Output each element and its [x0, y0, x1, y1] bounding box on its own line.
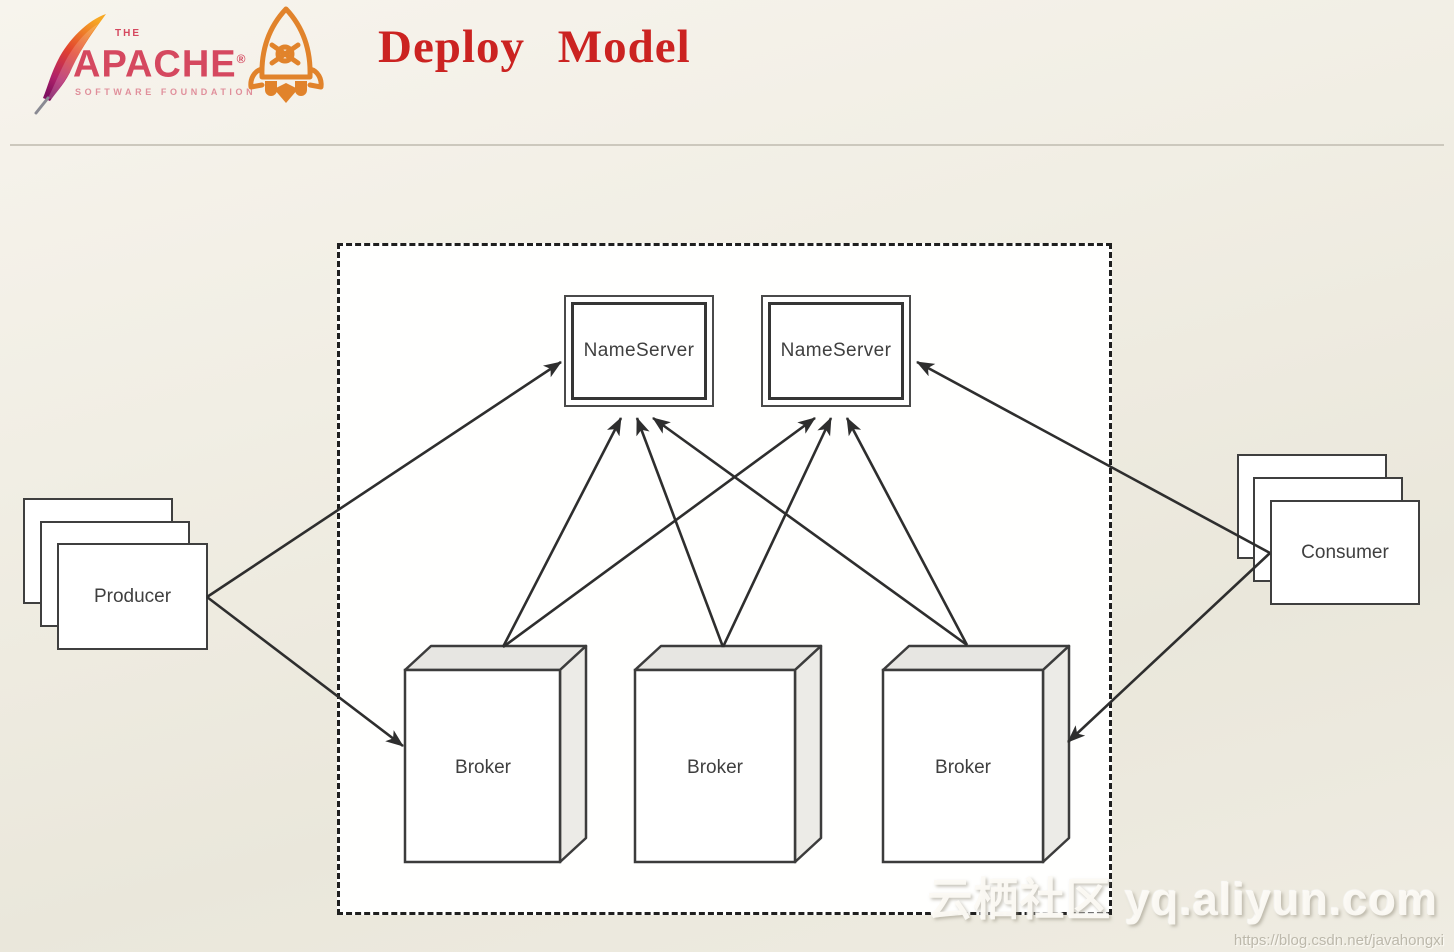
producer-node[interactable]: Producer [57, 543, 208, 650]
consumer-node[interactable]: Consumer [1270, 500, 1420, 605]
rocketmq-rocket-icon [248, 6, 324, 103]
watermark-site: 云栖社区 yq.aliyun.com [927, 874, 1438, 925]
watermark-url: https://blog.csdn.net/javahongxi [1233, 932, 1444, 949]
apache-name: APACHE® [73, 43, 247, 86]
apache-logo-text: THE APACHE® SOFTWARE FOUNDATION [73, 28, 256, 97]
nameserver-1-label: NameServer [571, 302, 707, 400]
apache-feather-icon [34, 14, 106, 115]
page-title: Deploy Model [378, 21, 691, 73]
nameserver-1-node[interactable]: NameServer [564, 295, 714, 407]
nameserver-2-label: NameServer [768, 302, 904, 400]
header-divider [10, 144, 1444, 146]
consumer-label: Consumer [1301, 541, 1389, 563]
cluster-dashed-box [337, 243, 1112, 915]
nameserver-2-node[interactable]: NameServer [761, 295, 911, 407]
apache-subtitle: SOFTWARE FOUNDATION [75, 86, 257, 97]
registered-mark: ® [236, 52, 247, 66]
producer-label: Producer [93, 585, 172, 607]
apache-the: THE [115, 28, 141, 39]
header: THE APACHE® SOFTWARE FOUNDATION Deploy M… [0, 0, 1454, 145]
